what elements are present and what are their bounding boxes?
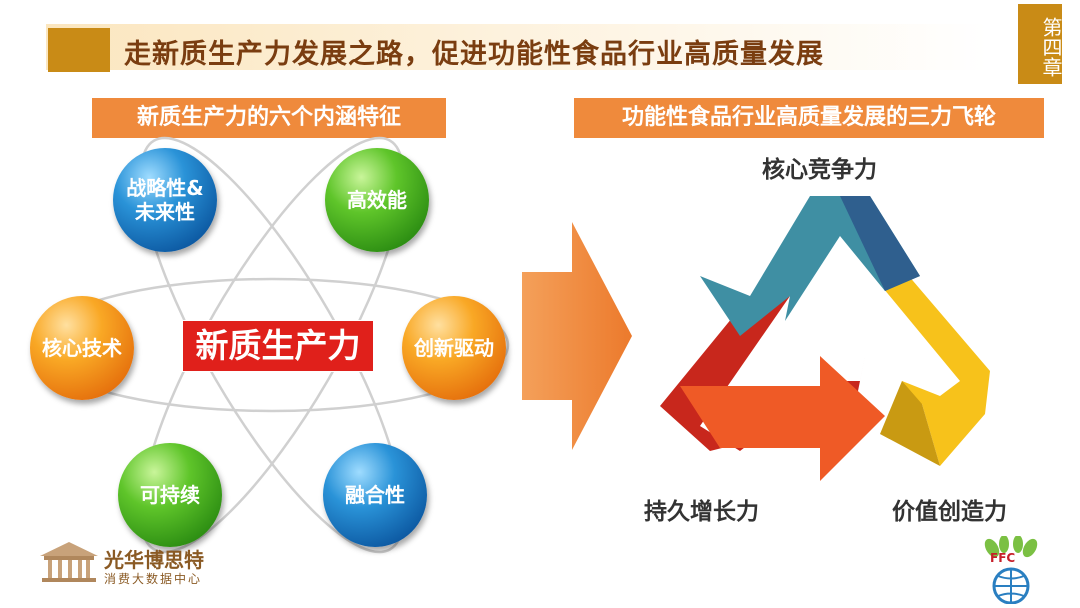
logo-name: 光华博思特 [104,548,204,572]
ffc-mark: FFC [990,551,1016,565]
node-strategic: 战略性& 未来性 [113,148,217,252]
title-bar-background [46,24,988,70]
label-sustained-growth: 持久增长力 [644,499,759,525]
page-title: 走新质生产力发展之路，促进功能性食品行业高质量发展 [124,39,824,70]
big-right-arrow-icon [522,222,632,450]
left-section-heading: 新质生产力的六个内涵特征 [92,98,446,138]
orbit-diagonal-a [139,136,405,554]
node-innovation: 创新驱动 [402,296,506,400]
building-logo-icon [40,542,98,582]
flywheel-cycle-icon [660,196,990,481]
center-label: 新质生产力 [182,320,374,372]
node-sustainable: 可持续 [118,443,222,547]
orbit-diagonal-b [139,136,405,554]
label-core-competitiveness: 核心竞争力 [762,157,877,183]
logo-subtitle: 消费大数据中心 [104,572,203,586]
node-efficiency: 高效能 [325,148,429,252]
ffc-globe-logo-icon [984,536,1038,604]
chapter-tab: 第四章 [1018,4,1063,84]
label-value-creation: 价值创造力 [892,499,1007,525]
right-section-heading: 功能性食品行业高质量发展的三力飞轮 [574,98,1044,138]
node-integration: 融合性 [323,443,427,547]
title-accent-square [48,28,110,72]
node-core-tech: 核心技术 [30,296,134,400]
